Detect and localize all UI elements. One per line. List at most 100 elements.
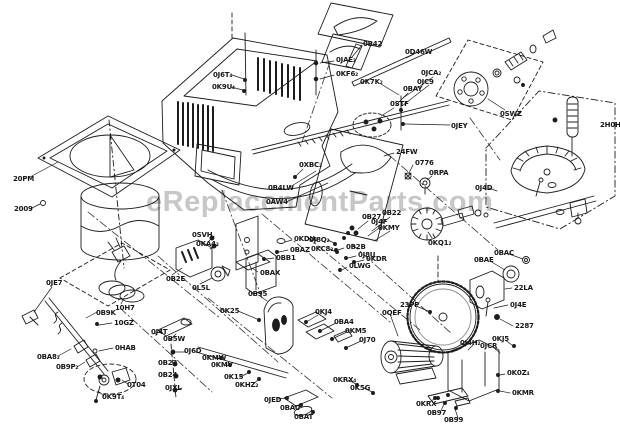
part-label-0je7: 0JE7 xyxy=(46,279,63,287)
part-label-0rpa: 0RPA xyxy=(429,169,449,177)
part-label-0hab: 0HAB xyxy=(115,344,136,352)
part-label-0j4t: 0J4T xyxy=(151,328,168,336)
guard-support-rod xyxy=(351,37,452,87)
part-label-0j4h₂: 0J4H₂ xyxy=(460,339,481,347)
part-label-0lwg: 0LWG xyxy=(349,262,371,270)
part-label-0bb1: 0BB1 xyxy=(276,254,296,262)
part-label-2h0h: 2H0H xyxy=(600,121,620,129)
part-label-0krx₄: 0KRX₄ xyxy=(333,376,357,384)
part-label-0svh: 0SVH xyxy=(192,231,213,239)
part-label-0jey: 0JEY xyxy=(451,122,468,130)
part-label-2009: 2009 xyxy=(14,205,33,213)
part-label-0b24: 0B24 xyxy=(158,371,178,379)
arbor-flange-assembly xyxy=(435,29,557,121)
part-label-0qef: 0QEF xyxy=(382,309,402,317)
splitter-shaft xyxy=(251,95,450,155)
part-label-0krx: 0KRX xyxy=(416,400,437,408)
part-label-0kmv: 0KMV xyxy=(211,361,233,369)
part-label-0jca₂: 0JCA₂ xyxy=(421,69,442,77)
part-label-0b2e: 0B2E xyxy=(166,275,186,283)
part-label-0kdu₂: 0KDU₂ xyxy=(294,235,318,243)
part-label-0khz₂: 0KHZ₂ xyxy=(235,381,259,389)
part-label-0j6d: 0J6D xyxy=(184,347,202,355)
part-label-10gz: 10GZ xyxy=(114,319,134,327)
part-label-0d46w: 0D46W xyxy=(405,48,433,56)
power-cord-assembly xyxy=(59,237,171,307)
part-label-0ka4₂: 0KA4₂ xyxy=(196,240,219,248)
switch-assembly xyxy=(175,215,294,355)
part-label-0aw4: 0AW4 xyxy=(266,198,288,206)
leader-lines xyxy=(29,44,524,419)
part-label-0stf: 0STF xyxy=(390,100,409,108)
part-label-0j6t₄: 0J6T₄ xyxy=(213,71,233,79)
part-label-0b97: 0B97 xyxy=(427,409,447,417)
part-label-0jxl: 0JXL xyxy=(165,384,182,392)
part-label-2287: 2287 xyxy=(515,322,534,330)
part-label-0j8u: 0J8U xyxy=(358,251,376,259)
blade-bracket xyxy=(427,339,500,407)
blade-guard-panels xyxy=(313,2,394,96)
part-label-0baz: 0BAZ xyxy=(290,246,310,254)
part-label-0kc8₂: 0KC8₂ xyxy=(311,245,334,253)
part-label-0kf6₂: 0KF6₂ xyxy=(336,70,359,78)
part-label-0bac: 0BAC xyxy=(494,249,514,257)
part-label-0k5g: 0K5G xyxy=(350,384,371,392)
part-label-22la: 22LA xyxy=(514,284,533,292)
part-label-0j4e: 0J4E xyxy=(510,301,527,309)
part-label-0j4f: 0J4F xyxy=(371,218,388,226)
part-label-0k9t₄: 0K9T₄ xyxy=(102,393,125,401)
part-label-0jc9: 0JC9 xyxy=(417,78,434,86)
housing-fins-left xyxy=(177,101,214,152)
part-label-0jcr: 0JCR xyxy=(480,342,498,350)
part-label-0km5: 0KM5 xyxy=(345,327,367,335)
part-label-0t04: 0T04 xyxy=(127,381,146,389)
part-label-0k15: 0K15 xyxy=(224,373,244,381)
small-brackets xyxy=(157,225,530,416)
part-label-0b22: 0B22 xyxy=(382,209,402,217)
part-label-0ba4: 0BA4 xyxy=(334,318,354,326)
part-label-0b9k: 0B9K xyxy=(96,309,116,317)
part-label-0j70: 0J70 xyxy=(359,336,376,344)
part-label-0b9p₂: 0B9P₂ xyxy=(56,363,79,371)
part-label-0776: 0776 xyxy=(415,159,434,167)
part-label-0k9u₄: 0K9U₄ xyxy=(212,83,235,91)
part-label-0b99: 0B99 xyxy=(444,416,464,424)
part-label-0b27: 0B27 xyxy=(362,213,382,221)
part-label-0kq1₂: 0KQ1₂ xyxy=(428,239,452,247)
part-label-0b4lw: 0B4LW xyxy=(268,184,294,192)
housing-fins-back xyxy=(257,57,301,101)
tilt-rod-assembly xyxy=(21,297,137,403)
part-label-0jae₂: 0JAE₂ xyxy=(336,56,356,64)
part-label-0bat: 0BAT xyxy=(294,413,314,421)
part-label-0b5w: 0B5W xyxy=(163,335,185,343)
part-label-0xbc₂: 0XBC₂ xyxy=(299,161,322,169)
part-label-0l5l: 0L5L xyxy=(192,284,210,292)
part-label-10h7: 10H7 xyxy=(115,304,135,312)
construction-lines xyxy=(87,61,501,399)
part-label-0jed: 0JED xyxy=(264,396,282,404)
part-label-0kdr: 0KDR xyxy=(366,255,387,263)
part-label-0b2b: 0B2B xyxy=(346,243,366,251)
part-label-20pm: 20PM xyxy=(13,175,35,183)
part-label-0ba8₂: 0BA8₂ xyxy=(37,353,60,361)
part-label-0kmy: 0KMY xyxy=(378,224,400,232)
part-label-0bay: 0BAY xyxy=(403,85,423,93)
part-label-0b95: 0B95 xyxy=(248,290,268,298)
table-insert-plate xyxy=(37,115,181,198)
motor xyxy=(380,340,444,385)
part-label-0swz: 0SWZ xyxy=(500,110,522,118)
part-label-0k0z₄: 0K0Z₄ xyxy=(507,369,530,377)
miter-gauge-assembly xyxy=(485,90,616,230)
part-label-0j8q₂: 0J8Q₂ xyxy=(309,236,330,244)
part-label-0bax: 0BAX xyxy=(260,269,281,277)
part-label-0k7k₂: 0K7K₂ xyxy=(360,78,383,86)
part-label-0bae: 0BAE xyxy=(474,256,494,264)
part-label-23pp: 23PP xyxy=(400,301,420,309)
part-label-0kmw: 0KMW xyxy=(202,354,227,362)
part-label-0b42: 0B42 xyxy=(363,40,383,48)
part-label-0kj4: 0KJ4 xyxy=(315,308,332,316)
part-label-0j4d: 0J4D xyxy=(475,184,493,192)
